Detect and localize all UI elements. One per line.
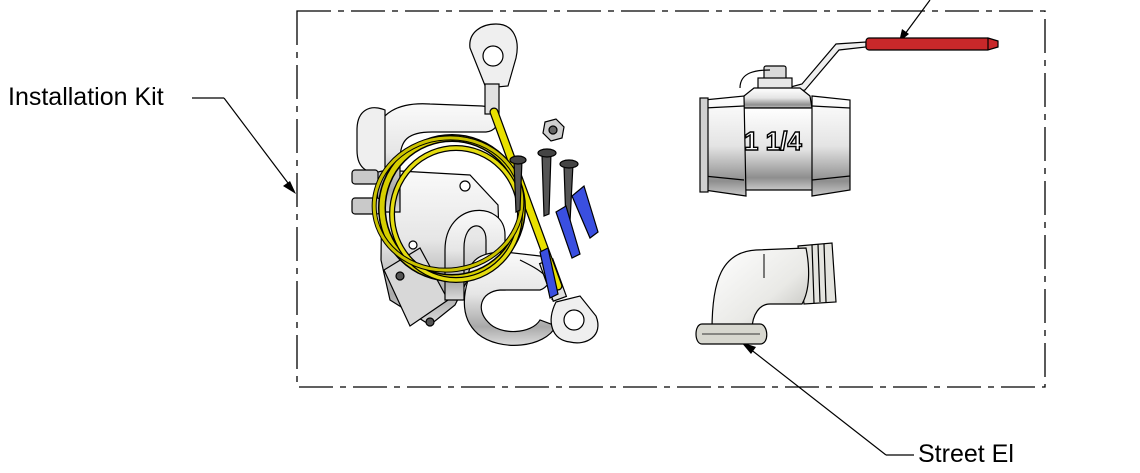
wire-coil xyxy=(371,134,526,283)
street-el-label: Street El xyxy=(918,440,1014,468)
installation-kit-leader xyxy=(192,97,296,194)
hex-nut xyxy=(542,118,565,142)
ball-valve-leader xyxy=(899,0,931,42)
installation-kit-label: Installation Kit xyxy=(8,83,164,111)
u-bolt-large xyxy=(351,103,499,215)
installation-kit-parts xyxy=(351,23,599,346)
street-elbow xyxy=(695,242,837,345)
street-el-leader xyxy=(741,342,914,456)
valve-size-marking: 1 1/4 xyxy=(744,126,802,156)
ball-valve: 1 1/4 xyxy=(699,37,999,197)
kit-boundary-frame xyxy=(296,10,1046,388)
ring-lug-top xyxy=(469,23,518,115)
wall-anchors xyxy=(539,184,599,299)
